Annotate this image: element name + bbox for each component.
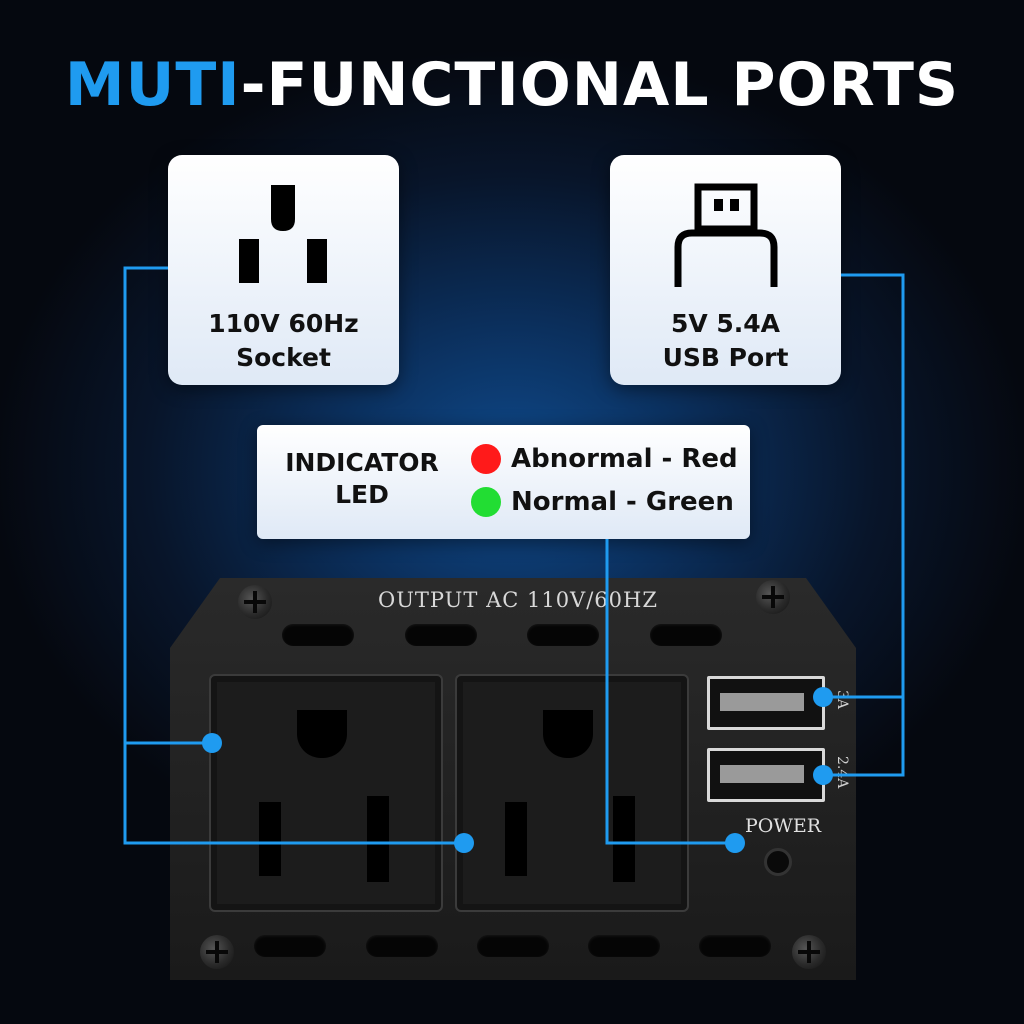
vent-slot	[282, 624, 354, 646]
neutral-slot	[505, 802, 527, 876]
ac-outlet-icon	[239, 185, 327, 283]
vent-slot	[699, 935, 771, 957]
green-dot-icon	[471, 487, 501, 517]
usb-spec: 5V 5.4A	[670, 309, 781, 338]
power-button[interactable]	[764, 848, 792, 876]
hot-slot	[613, 796, 635, 882]
indicator-title-line2: LED	[335, 480, 389, 509]
abnormal-label: Abnormal - Red	[511, 444, 738, 474]
vent-slot	[527, 624, 599, 646]
usb1-rating: 3A	[834, 690, 850, 710]
vent-slot	[477, 935, 549, 957]
ground-hole	[297, 710, 347, 758]
indicator-title: INDICATOR LED	[277, 447, 447, 511]
socket-label: Socket	[236, 343, 331, 372]
indicator-card: INDICATOR LED Abnormal - Red Normal - Gr…	[257, 425, 750, 539]
vent-slot	[588, 935, 660, 957]
usb-tongue	[720, 765, 804, 783]
red-dot-icon	[471, 444, 501, 474]
abnormal-row: Abnormal - Red	[471, 442, 738, 476]
usb-card: 5V 5.4A USB Port	[610, 155, 841, 385]
usb2-rating: 2.4A	[834, 756, 850, 789]
indicator-title-line1: INDICATOR	[285, 448, 439, 477]
usb-tongue	[720, 693, 804, 711]
normal-row: Normal - Green	[471, 485, 734, 519]
vent-slot	[650, 624, 722, 646]
ac-outlet-1[interactable]	[209, 674, 443, 912]
vent-slot	[405, 624, 477, 646]
usb-label: USB Port	[662, 343, 789, 372]
ground-hole	[543, 710, 593, 758]
ac-outlet-2[interactable]	[455, 674, 689, 912]
usb-port-1[interactable]	[707, 676, 825, 730]
usb-port-2[interactable]	[707, 748, 825, 802]
usb-plug-icon	[674, 183, 778, 287]
page-title: MUTI-FUNCTIONAL PORTS	[0, 50, 1024, 120]
normal-label: Normal - Green	[511, 487, 734, 517]
screw-icon	[756, 580, 790, 614]
title-accent: MUTI	[64, 50, 241, 120]
vent-slot	[366, 935, 438, 957]
socket-card: 110V 60Hz Socket	[168, 155, 399, 385]
power-label: POWER	[745, 815, 822, 837]
neutral-slot	[259, 802, 281, 876]
screw-icon	[238, 585, 272, 619]
screw-icon	[792, 935, 826, 969]
title-rest: -FUNCTIONAL PORTS	[240, 50, 960, 120]
vent-slot	[254, 935, 326, 957]
socket-voltage: 110V 60Hz	[208, 309, 359, 338]
output-label: OUTPUT AC 110V/60HZ	[378, 588, 658, 612]
screw-icon	[200, 935, 234, 969]
hot-slot	[367, 796, 389, 882]
